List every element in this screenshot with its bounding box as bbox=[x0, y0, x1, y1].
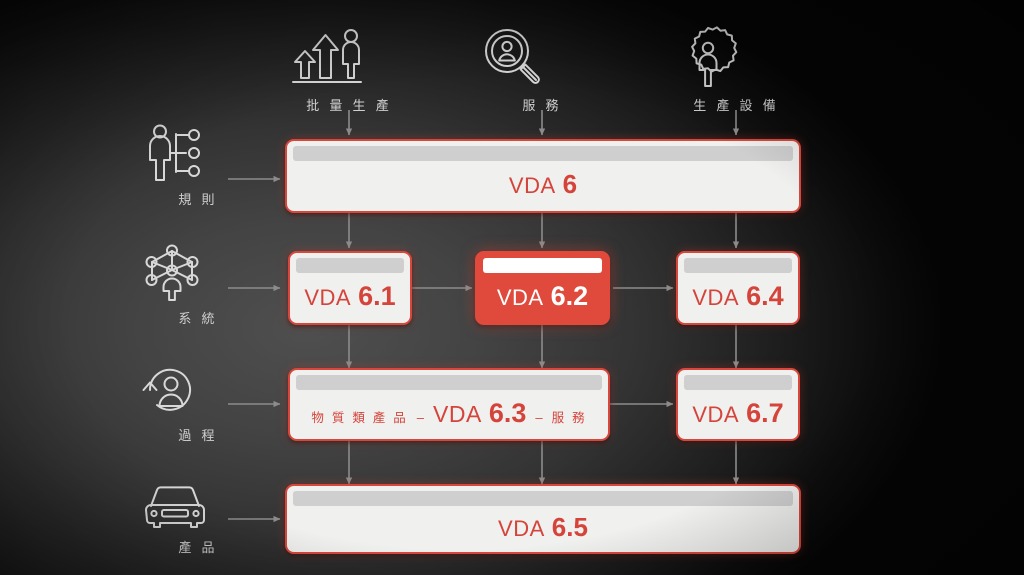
box-body: VDA 6.4 bbox=[678, 273, 798, 323]
top-input-label: 生 產 設 備 bbox=[693, 99, 779, 114]
vda-box-vda-6-4[interactable]: VDA 6.4 bbox=[676, 251, 800, 325]
side-category-rules[interactable]: 規 則 bbox=[138, 124, 258, 208]
box-label: VDA 6.1 bbox=[304, 281, 395, 312]
box-label: 物 質 類 產 品 – VDA 6.3 – 服 務 bbox=[311, 398, 586, 429]
vda-box-vda-6-1[interactable]: VDA 6.1 bbox=[288, 251, 412, 325]
side-category-label: 產 品 bbox=[178, 541, 218, 556]
box-header-strip bbox=[296, 258, 404, 273]
box-header-strip bbox=[293, 491, 793, 506]
box-right-text: 服 務 bbox=[551, 409, 587, 425]
box-label: VDA 6.5 bbox=[498, 512, 588, 543]
box-label: VDA 6.7 bbox=[692, 398, 783, 429]
vda-box-vda-6-5[interactable]: VDA 6.5 bbox=[285, 484, 801, 554]
growth-arrows-person-icon bbox=[289, 26, 409, 88]
box-body: VDA 6.7 bbox=[678, 390, 798, 439]
box-body: VDA 6.2 bbox=[477, 273, 608, 323]
top-input-mass-production[interactable]: 批 量 生 產 bbox=[289, 26, 409, 114]
box-prefix: VDA bbox=[304, 285, 352, 310]
box-number: 6.2 bbox=[550, 281, 589, 311]
box-label: VDA 6.4 bbox=[692, 281, 783, 312]
top-input-label: 服 務 bbox=[522, 99, 562, 114]
side-category-system[interactable]: 系 統 bbox=[138, 243, 258, 327]
box-separator-left: – bbox=[416, 409, 425, 425]
box-prefix: VDA bbox=[692, 401, 740, 427]
box-header-strip bbox=[296, 375, 602, 390]
vda-box-vda-6-2[interactable]: VDA 6.2 bbox=[475, 251, 610, 325]
box-number: 6.5 bbox=[551, 512, 588, 542]
person-molecule-network-icon bbox=[138, 243, 258, 301]
box-prefix: VDA bbox=[508, 173, 556, 198]
box-prefix: VDA bbox=[498, 516, 545, 541]
side-category-process[interactable]: 過 程 bbox=[138, 362, 258, 444]
top-input-production-equipment[interactable]: 生 產 設 備 bbox=[676, 26, 796, 114]
person-cycle-arrow-icon bbox=[138, 362, 258, 418]
vda-box-vda-6-7[interactable]: VDA 6.7 bbox=[676, 368, 800, 441]
box-left-text: 物 質 類 產 品 bbox=[311, 409, 408, 425]
box-body: VDA 6 bbox=[287, 161, 799, 211]
box-prefix: VDA bbox=[496, 285, 544, 310]
vda-box-vda-6[interactable]: VDA 6 bbox=[285, 139, 801, 213]
side-category-label: 規 則 bbox=[178, 193, 218, 208]
box-body: 物 質 類 產 品 – VDA 6.3 – 服 務 bbox=[290, 390, 608, 439]
gear-person-icon bbox=[676, 26, 796, 88]
box-header-strip bbox=[684, 375, 792, 390]
car-front-icon bbox=[138, 484, 258, 530]
box-separator-right: – bbox=[535, 409, 543, 425]
box-prefix: VDA bbox=[433, 400, 482, 427]
side-category-product[interactable]: 產 品 bbox=[138, 484, 258, 556]
box-body: VDA 6.5 bbox=[287, 506, 799, 552]
box-number: 6.1 bbox=[358, 281, 396, 311]
vda-box-vda-6-3[interactable]: 物 質 類 產 品 – VDA 6.3 – 服 務 bbox=[288, 368, 610, 441]
side-category-label: 系 統 bbox=[178, 312, 218, 327]
top-input-service[interactable]: 服 務 bbox=[482, 26, 602, 114]
box-header-strip bbox=[483, 258, 602, 273]
magnifier-person-icon bbox=[482, 26, 602, 88]
top-input-label: 批 量 生 產 bbox=[306, 99, 392, 114]
box-label: VDA 6.2 bbox=[497, 281, 588, 312]
box-label: VDA 6 bbox=[509, 169, 577, 200]
box-header-strip bbox=[684, 258, 792, 273]
side-category-label: 過 程 bbox=[178, 429, 218, 444]
box-prefix: VDA bbox=[692, 285, 740, 310]
box-number: 6 bbox=[562, 169, 578, 199]
box-number: 6.4 bbox=[746, 281, 784, 311]
box-header-strip bbox=[293, 146, 793, 161]
box-body: VDA 6.1 bbox=[290, 273, 410, 323]
box-number: 6.3 bbox=[488, 397, 527, 428]
person-network-branch-icon bbox=[138, 124, 258, 182]
box-number: 6.7 bbox=[746, 397, 784, 428]
